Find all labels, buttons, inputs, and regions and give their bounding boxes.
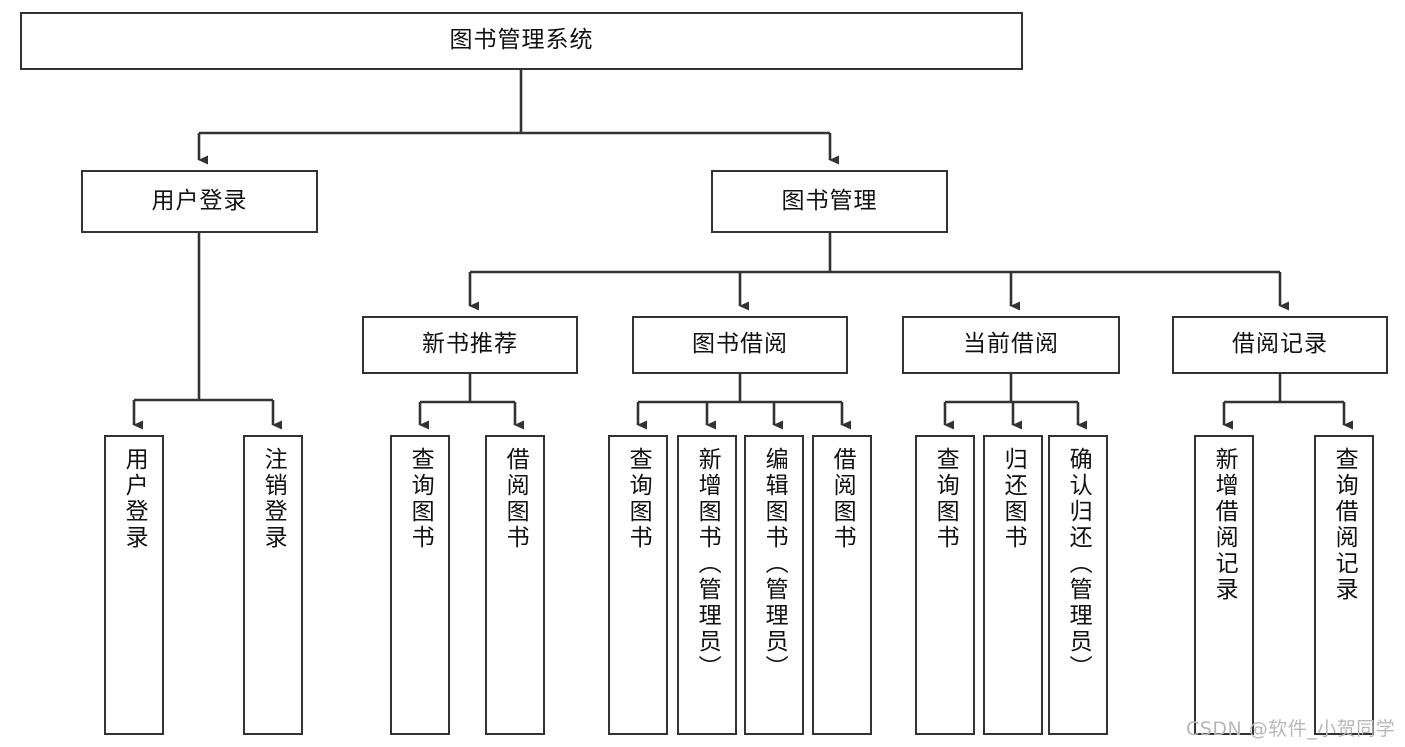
node-leaf-user-login[interactable]: 用户登录: [104, 435, 164, 735]
node-label: 新增借阅记录: [1211, 447, 1238, 603]
node-label: 查询图书: [932, 447, 959, 551]
node-leaf-borrow-book-recommend[interactable]: 借阅图书: [485, 435, 545, 735]
node-label: 图书管理: [781, 187, 878, 214]
node-label: 查询图书: [625, 447, 652, 551]
node-leaf-query-book-current[interactable]: 查询图书: [915, 435, 975, 735]
node-label: 图书管理系统: [449, 27, 594, 54]
node-label: 用户登录: [121, 447, 148, 551]
node-root-system[interactable]: 图书管理系统: [20, 12, 1023, 70]
node-leaf-borrow-book[interactable]: 借阅图书: [812, 435, 872, 735]
node-book-manage[interactable]: 图书管理: [711, 170, 948, 233]
node-label: 借阅图书: [502, 447, 529, 551]
node-borrow-record[interactable]: 借阅记录: [1172, 316, 1388, 374]
node-leaf-query-book[interactable]: 查询图书: [608, 435, 668, 735]
node-label: 新增图书（管理员）: [694, 447, 721, 681]
node-label: 图书借阅: [692, 331, 788, 358]
node-label: 确认归还（管理员）: [1065, 447, 1092, 681]
node-label: 当前借阅: [963, 331, 1059, 358]
node-leaf-query-book-recommend[interactable]: 查询图书: [390, 435, 450, 735]
node-label: 注销登录: [260, 447, 287, 551]
node-current-borrow[interactable]: 当前借阅: [902, 316, 1120, 374]
node-label: 用户登录: [151, 187, 248, 214]
node-user-login[interactable]: 用户登录: [81, 170, 318, 233]
node-leaf-confirm-return[interactable]: 确认归还（管理员）: [1048, 435, 1108, 735]
node-leaf-add-borrow-record[interactable]: 新增借阅记录: [1194, 435, 1254, 735]
node-leaf-return-book[interactable]: 归还图书: [983, 435, 1043, 735]
node-label: 编辑图书（管理员）: [761, 447, 788, 681]
node-new-book-recommend[interactable]: 新书推荐: [362, 316, 578, 374]
node-label: 归还图书: [1000, 447, 1027, 551]
node-label: 查询借阅记录: [1331, 447, 1358, 603]
node-leaf-add-book[interactable]: 新增图书（管理员）: [677, 435, 737, 735]
node-leaf-query-borrow-record[interactable]: 查询借阅记录: [1314, 435, 1374, 735]
node-leaf-logout[interactable]: 注销登录: [243, 435, 303, 735]
node-label: 借阅图书: [829, 447, 856, 551]
csdn-watermark: CSDN @软件_小贺同学: [1186, 718, 1396, 740]
node-label: 借阅记录: [1232, 331, 1328, 358]
node-label: 新书推荐: [422, 331, 518, 358]
node-leaf-edit-book[interactable]: 编辑图书（管理员）: [744, 435, 804, 735]
node-label: 查询图书: [407, 447, 434, 551]
node-book-borrow[interactable]: 图书借阅: [632, 316, 848, 374]
